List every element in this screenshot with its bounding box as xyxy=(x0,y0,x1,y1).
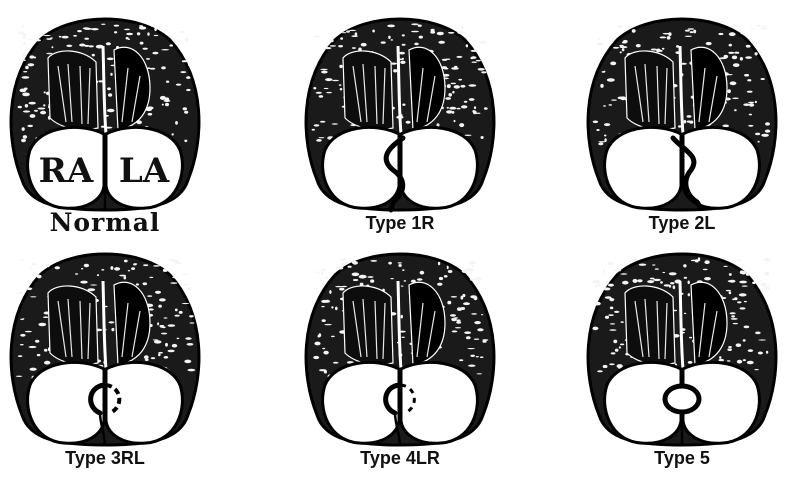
right-ventricle-cavity xyxy=(48,286,98,365)
panel-normal: RA LA Normal xyxy=(0,10,210,240)
chamber-label-la: LA xyxy=(119,151,170,191)
heart-diagram-type-2l xyxy=(577,10,787,215)
right-ventricle-cavity xyxy=(625,286,675,365)
panel-type-3rl: Type 3RL xyxy=(0,245,210,475)
right-ventricle-cavity xyxy=(343,51,393,130)
caption-type-1r: Type 1R xyxy=(295,213,505,234)
heart-diagram-type-4lr xyxy=(295,245,505,450)
septal-aneurysm-ring xyxy=(665,386,699,412)
heart-diagram-normal: RA LA xyxy=(0,10,210,215)
right-ventricle-cavity xyxy=(625,51,675,130)
caption-type-5: Type 5 xyxy=(577,448,787,469)
panel-type-4lr: Type 4LR xyxy=(295,245,505,475)
panel-type-2l: Type 2L xyxy=(577,10,787,240)
heart-diagram-type-5 xyxy=(577,245,787,450)
right-ventricle-cavity xyxy=(48,51,98,130)
caption-type-4lr: Type 4LR xyxy=(295,448,505,469)
left-atrium xyxy=(401,127,477,208)
caption-normal: Normal xyxy=(0,208,210,237)
caption-type-2l: Type 2L xyxy=(577,213,787,234)
right-atrium xyxy=(605,127,681,208)
chamber-label-ra: RA xyxy=(39,151,94,191)
right-ventricle-cavity xyxy=(343,286,393,365)
heart-diagram-type-3rl xyxy=(0,245,210,450)
heart-diagram-type-1r xyxy=(295,10,505,215)
caption-type-3rl: Type 3RL xyxy=(0,448,210,469)
panel-type-5: Type 5 xyxy=(577,245,787,475)
panel-type-1r: Type 1R xyxy=(295,10,505,240)
